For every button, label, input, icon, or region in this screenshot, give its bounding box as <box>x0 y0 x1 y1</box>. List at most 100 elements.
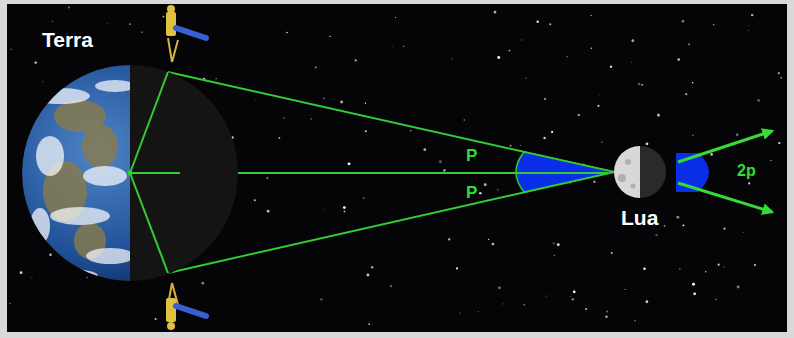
star <box>10 49 12 51</box>
star <box>267 210 270 213</box>
star <box>713 24 715 26</box>
star <box>86 277 87 278</box>
star <box>685 93 687 95</box>
star <box>643 268 645 270</box>
star <box>573 290 576 293</box>
star <box>590 15 591 16</box>
star <box>657 114 660 117</box>
star <box>459 313 460 314</box>
parallax-angle-label: P <box>466 146 477 166</box>
star <box>52 21 53 22</box>
earth-globe: Terra <box>20 26 180 292</box>
star <box>255 99 257 101</box>
day-side <box>22 65 238 283</box>
center-sight-line <box>180 172 608 174</box>
star <box>778 72 780 74</box>
star <box>340 101 343 104</box>
radius-line <box>130 173 168 273</box>
star <box>692 135 693 136</box>
star <box>571 298 574 301</box>
star <box>266 177 268 179</box>
star <box>598 95 600 97</box>
star <box>520 144 522 146</box>
star <box>710 153 713 156</box>
star <box>523 304 525 306</box>
star <box>705 271 707 273</box>
space-ground <box>7 4 787 332</box>
star <box>215 78 216 79</box>
star <box>202 282 205 285</box>
star <box>49 254 51 256</box>
star <box>585 308 587 310</box>
star <box>31 277 32 278</box>
star <box>611 252 613 254</box>
star <box>510 145 512 147</box>
star <box>365 103 366 104</box>
star <box>573 289 575 291</box>
star <box>497 189 499 191</box>
star <box>544 98 546 100</box>
star <box>743 232 744 233</box>
star <box>737 286 740 289</box>
star <box>390 285 392 287</box>
star <box>635 320 636 321</box>
double-angle-label: 2p <box>737 162 756 180</box>
star <box>494 11 497 14</box>
star <box>410 130 412 132</box>
star <box>366 274 369 277</box>
star <box>610 65 613 68</box>
star <box>778 142 780 144</box>
star <box>278 137 280 139</box>
star <box>780 77 782 79</box>
star <box>549 23 551 25</box>
star <box>329 36 330 37</box>
earth-center <box>128 171 133 176</box>
star <box>20 271 23 274</box>
star <box>392 45 394 47</box>
star <box>371 266 373 268</box>
star <box>155 318 157 320</box>
star <box>682 20 684 22</box>
star <box>557 243 560 246</box>
star <box>630 61 632 63</box>
center-line <box>130 172 180 174</box>
star <box>163 16 165 18</box>
observer-telescope <box>166 283 206 330</box>
star <box>498 286 501 289</box>
star <box>368 323 370 325</box>
night-side <box>22 65 238 281</box>
star <box>757 99 760 102</box>
star <box>664 225 666 227</box>
star <box>365 130 367 132</box>
star <box>286 32 288 34</box>
star <box>578 114 580 116</box>
node-label: Terra <box>42 28 93 52</box>
star <box>718 264 720 266</box>
star <box>736 134 738 136</box>
star <box>478 311 479 312</box>
star <box>521 39 522 40</box>
star <box>770 160 771 161</box>
star <box>448 238 450 240</box>
star <box>323 98 325 100</box>
star <box>646 142 649 145</box>
star <box>68 6 70 8</box>
star <box>591 47 593 49</box>
star <box>638 83 641 86</box>
star <box>443 169 445 171</box>
star <box>679 268 680 269</box>
moon-disc: Lua <box>608 142 672 240</box>
star <box>322 208 324 210</box>
star <box>344 211 346 213</box>
star <box>536 20 538 22</box>
star <box>254 199 256 201</box>
star <box>567 56 568 57</box>
star <box>754 264 756 266</box>
moon-lit-side <box>614 146 640 198</box>
star <box>451 58 452 59</box>
earth-drawing <box>20 26 180 292</box>
star <box>479 192 481 194</box>
node-label: Lua <box>621 206 658 230</box>
star-field <box>9 6 782 325</box>
star <box>597 105 599 107</box>
